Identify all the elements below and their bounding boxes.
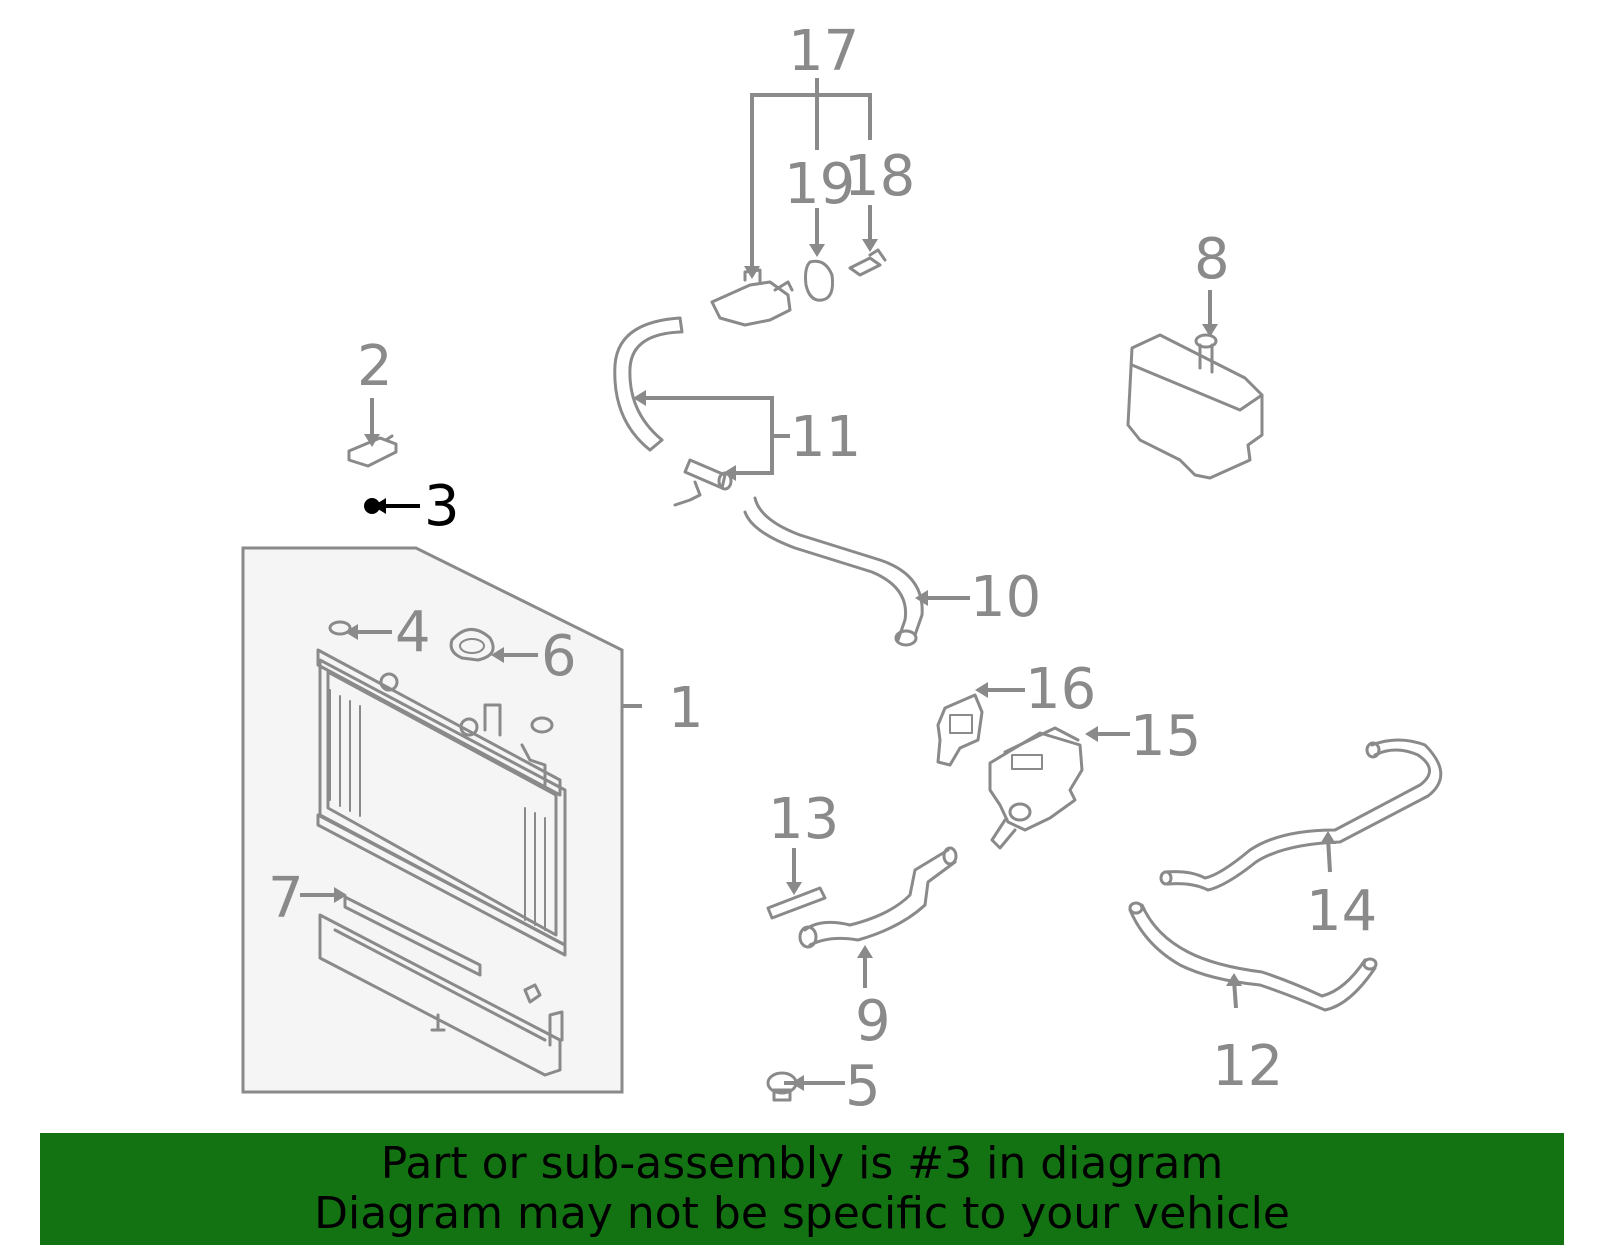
label-17: 17 bbox=[788, 19, 859, 84]
part-19-gasket bbox=[804, 259, 834, 302]
part-9-hose bbox=[798, 846, 958, 949]
label-3: 3 bbox=[424, 474, 460, 539]
part-4-ring bbox=[328, 620, 352, 636]
label-12: 12 bbox=[1212, 1034, 1283, 1099]
radiator-assembly-panel bbox=[241, 546, 624, 1094]
label-9: 9 bbox=[855, 989, 891, 1054]
label-10: 10 bbox=[970, 565, 1041, 630]
label-15: 15 bbox=[1130, 704, 1201, 769]
label-4: 4 bbox=[395, 600, 431, 665]
part-18-bolt bbox=[848, 248, 887, 277]
info-banner: Part or sub-assembly is #3 in diagram Di… bbox=[40, 1133, 1564, 1245]
banner-line-disclaimer: Diagram may not be specific to your vehi… bbox=[314, 1188, 1290, 1239]
label-19: 19 bbox=[784, 152, 855, 217]
label-13: 13 bbox=[768, 787, 839, 852]
part-11-upper-hose bbox=[613, 316, 684, 452]
part-10-hose bbox=[743, 496, 924, 647]
label-2: 2 bbox=[357, 334, 393, 399]
part-15-outlet bbox=[988, 726, 1084, 850]
radiator-core bbox=[316, 648, 567, 957]
label-14: 14 bbox=[1306, 879, 1377, 944]
label-7: 7 bbox=[268, 866, 304, 931]
banner-line-part: Part or sub-assembly is #3 in diagram bbox=[380, 1138, 1224, 1189]
radiator-lower-tank bbox=[318, 895, 564, 1077]
part-8-reservoir bbox=[1126, 333, 1264, 480]
leader-lines bbox=[300, 78, 1336, 1091]
label-11: 11 bbox=[790, 405, 861, 470]
part-11-connector bbox=[673, 458, 733, 507]
label-6: 6 bbox=[541, 624, 577, 689]
part-6-radiator-cap bbox=[449, 628, 495, 662]
part-5-plug bbox=[766, 1071, 798, 1102]
label-18: 18 bbox=[844, 144, 915, 209]
label-1: 1 bbox=[668, 676, 704, 741]
part-3-grommet bbox=[364, 498, 380, 514]
part-2-bracket bbox=[347, 434, 398, 468]
part-16-gasket bbox=[936, 693, 984, 767]
part-14-hose bbox=[1159, 738, 1443, 892]
label-5: 5 bbox=[845, 1054, 881, 1119]
part-12-hose bbox=[1128, 901, 1378, 1012]
label-16: 16 bbox=[1025, 657, 1096, 722]
part-13-hose bbox=[766, 886, 827, 920]
label-8: 8 bbox=[1194, 227, 1230, 292]
